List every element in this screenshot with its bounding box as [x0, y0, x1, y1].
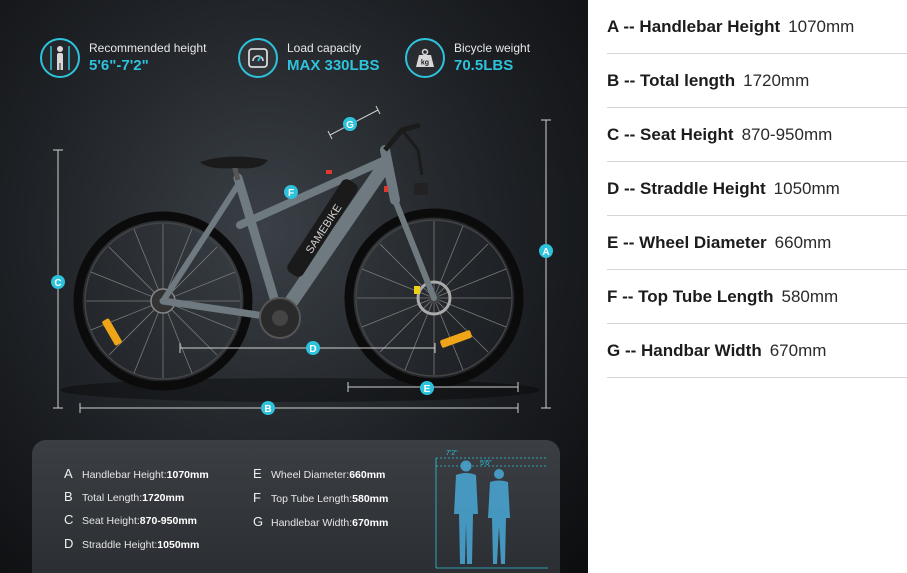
- spec-row-g: G -- Handbar Width 670mm: [607, 324, 907, 378]
- marker-A: A: [539, 244, 553, 258]
- spec-card: A Handlebar Height: 1070mm B Total Lengt…: [32, 440, 560, 573]
- marker-C: C: [51, 275, 65, 289]
- person-height-icon: [40, 38, 80, 78]
- marker-E: E: [420, 381, 434, 395]
- marker-F: F: [284, 185, 298, 199]
- stat-value: MAX 330LBS: [287, 57, 380, 74]
- product-image-panel: Recommended height 5'6"-7'2" Load capaci…: [0, 0, 588, 573]
- svg-text:D: D: [309, 344, 316, 355]
- svg-text:A: A: [542, 247, 549, 258]
- spec-row-d: D -- Straddle Height 1050mm: [607, 162, 907, 216]
- spec-row-e: E -- Wheel Diameter 660mm: [607, 216, 907, 270]
- headlight: [414, 183, 428, 195]
- marker-B: B: [261, 401, 275, 415]
- card-spec-f: F Top Tube Length: 580mm: [253, 490, 389, 505]
- spec-row-a: A -- Handlebar Height 1070mm: [607, 0, 907, 54]
- short-height-label: 5'6": [480, 460, 492, 467]
- card-spec-c: C Seat Height: 870-950mm: [64, 512, 198, 527]
- gauge-icon: [238, 38, 278, 78]
- marker-G: G: [343, 117, 357, 131]
- stat-label: Bicycle weight: [454, 41, 531, 55]
- stat-load-capacity: Load capacity MAX 330LBS: [238, 38, 380, 78]
- card-spec-d: D Straddle Height: 1050mm: [64, 536, 200, 551]
- svg-text:G: G: [346, 120, 354, 131]
- seat: [200, 156, 268, 169]
- stat-recommended-height: Recommended height 5'6"-7'2": [40, 38, 206, 78]
- card-spec-g: G Handlebar Width: 670mm: [253, 514, 389, 529]
- card-spec-e: E Wheel Diameter: 660mm: [253, 466, 386, 481]
- svg-text:kg: kg: [421, 60, 429, 67]
- svg-text:C: C: [54, 278, 61, 289]
- marker-D: D: [306, 341, 320, 355]
- spec-row-c: C -- Seat Height 870-950mm: [607, 108, 907, 162]
- spec-row-f: F -- Top Tube Length 580mm: [607, 270, 907, 324]
- height-figure: 7'2" 5'6": [435, 450, 548, 569]
- svg-text:F: F: [288, 188, 294, 199]
- weight-kg-icon: kg: [405, 38, 445, 78]
- stat-value: 70.5LBS: [454, 57, 514, 74]
- stat-label: Recommended height: [89, 41, 207, 55]
- card-spec-a: A Handlebar Height: 1070mm: [64, 466, 209, 481]
- tall-height-label: 7'2": [446, 450, 458, 457]
- rear-wheel: [73, 211, 253, 391]
- card-spec-b: B Total Length: 1720mm: [64, 489, 185, 504]
- stat-value: 5'6"-7'2": [89, 57, 149, 74]
- svg-text:B: B: [264, 404, 271, 415]
- bike-frame: [159, 145, 437, 325]
- bike-illustration: SAMEBIKE: [51, 105, 553, 415]
- stat-label: Load capacity: [287, 41, 362, 55]
- stat-bicycle-weight: kg Bicycle weight 70.5LBS: [405, 38, 530, 78]
- spec-row-b: B -- Total length 1720mm: [607, 54, 907, 108]
- svg-text:E: E: [424, 384, 431, 395]
